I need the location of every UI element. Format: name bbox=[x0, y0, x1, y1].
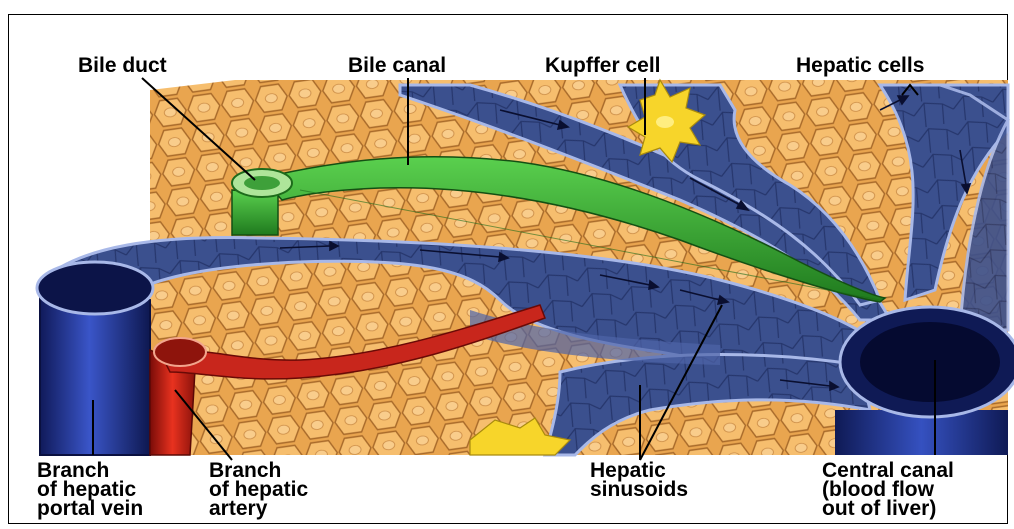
label-central-canal: Central canal (blood flow out of liver) bbox=[822, 461, 954, 518]
label-bile-duct: Bile duct bbox=[78, 56, 167, 75]
label-hepatic-sinusoids: Hepatic sinusoids bbox=[590, 461, 688, 499]
portal-vein-branch bbox=[37, 262, 153, 455]
central-canal bbox=[835, 307, 1014, 455]
label-hepatic-artery: Branch of hepatic artery bbox=[209, 461, 308, 518]
label-bile-canal: Bile canal bbox=[348, 56, 446, 75]
label-portal-vein: Branch of hepatic portal vein bbox=[37, 461, 143, 518]
label-hepatic-cells: Hepatic cells bbox=[796, 56, 924, 75]
label-kupffer-cell: Kupffer cell bbox=[545, 56, 661, 75]
